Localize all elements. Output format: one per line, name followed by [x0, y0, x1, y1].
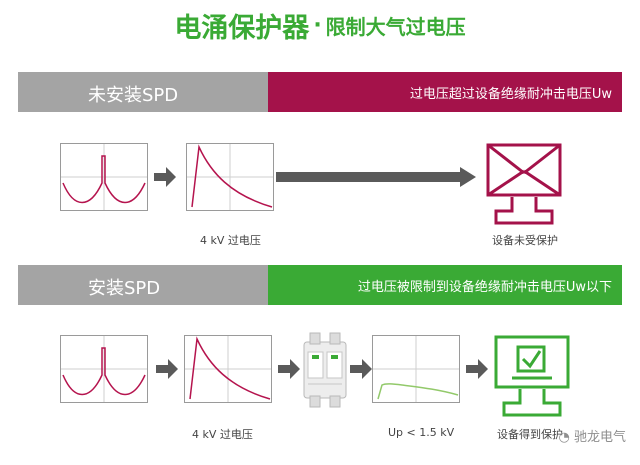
band-left-with-spd: 安装SPD: [18, 265, 268, 305]
band-with-spd: 过电压被限制到设备绝缘耐冲击电压Uw以下 安装SPD: [18, 265, 622, 305]
wechat-icon: ◔: [558, 430, 570, 445]
band-right-text: 过电压被限制到设备绝缘耐冲击电压Uw以下: [357, 280, 612, 295]
surge-waveform-top: [186, 143, 274, 211]
band-without-spd: 过电压超过设备绝缘耐冲击电压Uw 未安装SPD: [18, 72, 622, 112]
band-right-without-spd: 过电压超过设备绝缘耐冲击电压Uw: [236, 72, 622, 112]
caption-limited: Up < 1.5 kV: [388, 426, 455, 439]
title-separator: ·: [313, 13, 322, 38]
band-right-shape: [236, 265, 622, 305]
title: 电涌保护器·限制大气过电压: [0, 6, 640, 45]
surge-waveform-bottom: [184, 335, 272, 403]
long-arrow-icon: [276, 167, 476, 187]
normal-waveform-top: [60, 143, 148, 211]
band-left-without-spd: 未安装SPD: [18, 72, 268, 112]
title-main: 电涌保护器: [174, 13, 310, 44]
arrow-icon: [278, 359, 300, 379]
caption-device-unprotected: 设备未受保护: [492, 234, 558, 247]
caption-surge-bottom: 4 kV 过电压: [192, 428, 253, 441]
caption-surge-top: 4 kV 过电压: [200, 234, 261, 247]
arrow-icon: [466, 359, 488, 379]
band-right-shape: [236, 72, 622, 112]
normal-waveform-bottom: [60, 335, 148, 403]
protected-device-icon: [494, 335, 570, 417]
limited-waveform: [372, 335, 460, 403]
unprotected-device-icon: [486, 143, 562, 225]
arrow-icon: [156, 359, 178, 379]
arrow-icon: [350, 359, 372, 379]
band-left-label: 安装SPD: [88, 278, 161, 299]
band-left-label: 未安装SPD: [88, 85, 179, 106]
watermark-text: 驰龙电气: [573, 430, 626, 445]
spd-device-icon: [303, 332, 347, 408]
caption-device-protected: 设备得到保护: [497, 428, 563, 441]
band-right-with-spd: 过电压被限制到设备绝缘耐冲击电压Uw以下: [236, 265, 622, 305]
band-right-text: 过电压超过设备绝缘耐冲击电压Uw: [409, 87, 612, 102]
arrow-icon: [154, 167, 176, 187]
watermark: ◔ 驰龙电气: [559, 426, 627, 445]
title-subtitle: 限制大气过电压: [325, 15, 466, 39]
